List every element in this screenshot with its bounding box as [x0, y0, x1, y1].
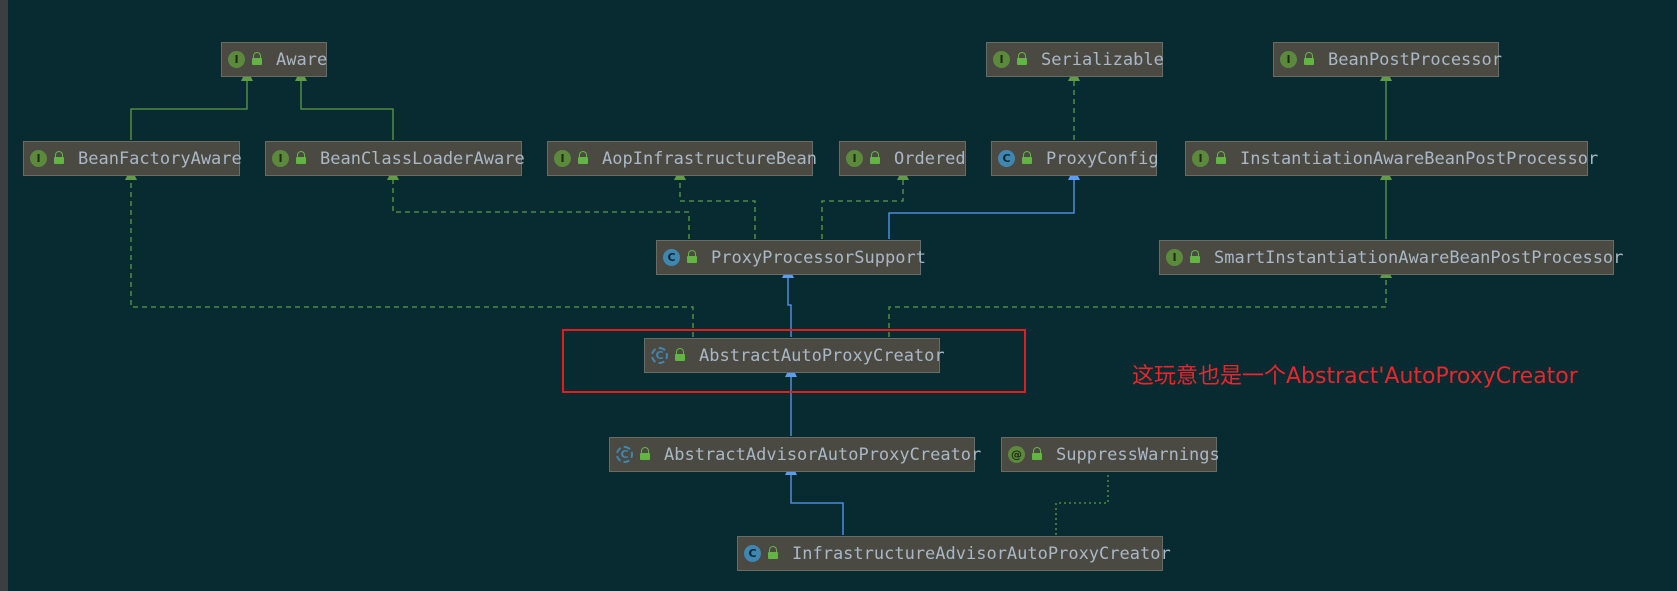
class-icon: C	[663, 249, 680, 266]
edge-aapc-to-siabpp	[888, 266, 1392, 337]
node-aopinfrastructurebean[interactable]: I AopInfrastructureBean	[547, 141, 817, 176]
node-ordered[interactable]: I Ordered	[839, 141, 966, 176]
edge-iaapc-to-aaapc	[785, 463, 844, 535]
interface-icon: I	[228, 51, 245, 68]
public-lock-icon	[1032, 446, 1042, 460]
node-label: Serializable	[1041, 49, 1164, 70]
node-abstractadvisorautoproxycreator[interactable]: C AbstractAdvisorAutoProxyCreator	[609, 437, 981, 472]
interface-icon: I	[1192, 150, 1209, 167]
interface-icon: I	[30, 150, 47, 167]
node-label: InfrastructureAdvisorAutoProxyCreator	[792, 543, 1171, 564]
edge-beanfactoryaware-to-aware	[130, 69, 253, 140]
public-lock-icon	[768, 545, 778, 559]
public-lock-icon	[296, 150, 306, 164]
abstract-class-icon: C	[616, 446, 633, 463]
node-instantiationawarebeanpostprocessor[interactable]: I InstantiationAwareBeanPostProcessor	[1185, 141, 1598, 176]
public-lock-icon	[870, 150, 880, 164]
edge-aapc-to-pps	[782, 266, 794, 337]
abstract-class-icon: C	[651, 347, 668, 364]
edge-pps-to-ordered	[821, 168, 909, 239]
public-lock-icon	[675, 347, 685, 361]
node-label: BeanFactoryAware	[78, 148, 242, 169]
node-suppresswarnings[interactable]: @ SuppressWarnings	[1001, 437, 1220, 472]
node-label: AbstractAdvisorAutoProxyCreator	[664, 444, 982, 465]
node-label: AopInfrastructureBean	[602, 148, 817, 169]
public-lock-icon	[1017, 51, 1027, 65]
node-aware[interactable]: I Aware	[221, 42, 327, 77]
edge-pps-to-beanclassloaderaware	[387, 168, 690, 239]
public-lock-icon	[1190, 249, 1200, 263]
public-lock-icon	[640, 446, 650, 460]
node-label: Aware	[276, 49, 328, 70]
node-label: InstantiationAwareBeanPostProcessor	[1240, 148, 1599, 169]
node-proxyprocessorsupport[interactable]: C ProxyProcessorSupport	[656, 240, 926, 275]
node-beanfactoryaware[interactable]: I BeanFactoryAware	[23, 141, 242, 176]
node-serializable[interactable]: I Serializable	[986, 42, 1164, 77]
edge-iaapc-to-suppresswarnings	[1055, 474, 1109, 535]
node-label: SuppressWarnings	[1056, 444, 1220, 465]
interface-icon: I	[1280, 51, 1297, 68]
node-proxyconfig[interactable]: C ProxyConfig	[991, 141, 1159, 176]
highlight-box	[562, 329, 1026, 393]
edge-pps-to-proxyconfig	[888, 168, 1080, 239]
node-abstractautoproxycreator[interactable]: C AbstractAutoProxyCreator	[644, 338, 945, 373]
left-tool-strip	[0, 0, 8, 591]
public-lock-icon	[252, 51, 262, 65]
node-infrastructureadvisorautoproxycreator[interactable]: C InfrastructureAdvisorAutoProxyCreator	[737, 536, 1171, 571]
node-smartinstantiationawarebeanpostprocessor[interactable]: I SmartInstantiationAwareBeanPostProcess…	[1159, 240, 1623, 275]
class-icon: C	[744, 545, 761, 562]
public-lock-icon	[578, 150, 588, 164]
node-label: BeanPostProcessor	[1328, 49, 1502, 70]
interface-icon: I	[993, 51, 1010, 68]
public-lock-icon	[1304, 51, 1314, 65]
node-label: Ordered	[894, 148, 966, 169]
edge-aapc-to-beanfactoryaware	[125, 168, 694, 337]
interface-icon: I	[1166, 249, 1183, 266]
node-label: ProxyProcessorSupport	[711, 247, 926, 268]
class-icon: C	[998, 150, 1015, 167]
node-label: ProxyConfig	[1046, 148, 1159, 169]
node-beanclassloaderaware[interactable]: I BeanClassLoaderAware	[265, 141, 525, 176]
node-beanpostprocessor[interactable]: I BeanPostProcessor	[1273, 42, 1502, 77]
interface-icon: I	[272, 150, 289, 167]
edge-pps-to-aopinfrastructurebean	[674, 168, 756, 239]
public-lock-icon	[687, 249, 697, 263]
interface-icon: I	[846, 150, 863, 167]
public-lock-icon	[1216, 150, 1226, 164]
public-lock-icon	[1022, 150, 1032, 164]
node-label: AbstractAutoProxyCreator	[699, 345, 945, 366]
annotation-icon: @	[1008, 446, 1025, 463]
public-lock-icon	[54, 150, 64, 164]
edge-beanclassloaderaware-to-aware	[295, 69, 394, 140]
node-label: SmartInstantiationAwareBeanPostProcessor	[1214, 247, 1624, 268]
annotation-note: 这玩意也是一个Abstract'AutoProxyCreator	[1132, 364, 1578, 389]
interface-icon: I	[554, 150, 571, 167]
node-label: BeanClassLoaderAware	[320, 148, 525, 169]
